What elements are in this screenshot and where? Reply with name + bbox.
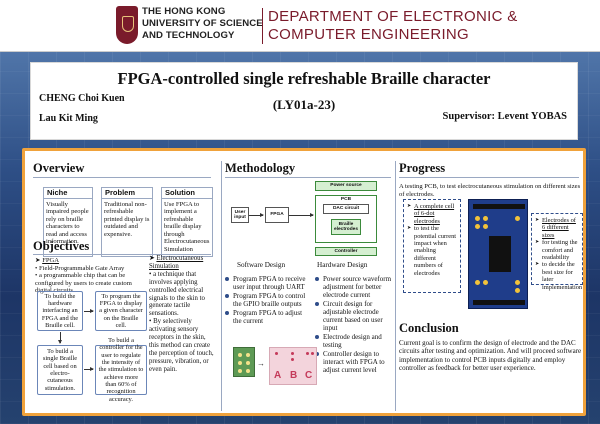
overview-problem-box: Problem Traditional non-refreshable prin…: [101, 187, 153, 257]
letter: B: [290, 370, 298, 381]
progress-heading: Progress: [399, 161, 446, 175]
objective-box: To build the hardware interfacing an FPG…: [37, 291, 83, 331]
fpga-definition: ➤ FPGA • Field-Programmable Gate Array •…: [35, 257, 132, 295]
university-crest-icon: [116, 6, 138, 44]
flow-arrow: [289, 213, 314, 217]
software-item: Program FPGA to receive user input throu…: [225, 275, 311, 291]
objective-box: To program the FPGA to display a given c…: [95, 291, 147, 331]
column-separator: [395, 161, 396, 411]
author-name: CHENG Choi Kuen: [39, 93, 125, 104]
software-caption: Software Design: [237, 261, 286, 269]
es-definition: ➤ Electrocutaneous Simulation • a techni…: [149, 255, 214, 373]
arrow-right-icon: →: [257, 359, 265, 368]
flow-arrow: [58, 332, 62, 344]
es-def: a technique that involves applying contr…: [149, 270, 205, 318]
progress-intro: A testing PCB, to test electrocutaneous …: [399, 183, 581, 198]
poster-title: FPGA-controlled single refreshable Brail…: [117, 69, 491, 88]
pcb-group: PCB: [315, 195, 377, 243]
author-name: Lau Kit Ming: [39, 113, 98, 124]
block-dac: DAC circuit: [323, 204, 369, 214]
objective-box: To build a single Braille cell based on …: [37, 345, 83, 395]
overview-niche-box: Niche Visually impaired people rely on b…: [43, 187, 93, 257]
progress-item: Electrodes of 6 different sizes: [535, 217, 579, 239]
fpga-term: FPGA: [42, 257, 60, 264]
flow-arrow: [249, 213, 264, 217]
university-line: THE HONG KONG: [142, 6, 226, 17]
hardware-caption: Hardware Design: [317, 261, 368, 269]
fpga-def: a programmable chip that can be configur…: [35, 272, 132, 295]
box-title: Problem: [102, 188, 152, 199]
hardware-item: Power source waveform adjustment for bet…: [315, 275, 395, 299]
hardware-item: Controller design to interact with FPGA …: [315, 350, 395, 374]
box-title: Solution: [162, 188, 212, 199]
software-item: Program FPGA to adjust the current: [225, 309, 311, 325]
progress-item: for testing the comfort and readability: [535, 239, 579, 261]
es-term: Electrocutaneous Simulation: [149, 255, 204, 270]
letter: C: [305, 370, 313, 381]
section-rule: [33, 254, 211, 255]
section-rule: [399, 177, 579, 178]
software-item: Program FPGA to control the GPIO braille…: [225, 292, 311, 308]
hardware-item: Circuit design for adjustable electrode …: [315, 300, 395, 332]
column-separator: [221, 161, 222, 411]
conclusion-text: Current goal is to confirm the design of…: [399, 339, 582, 373]
header-bar: THE HONG KONG UNIVERSITY OF SCIENCE AND …: [0, 0, 600, 52]
progress-right-box: Electrodes of 6 different sizes for test…: [531, 213, 583, 291]
block-controller: Controller: [315, 247, 377, 256]
block-power-source: Power source: [315, 181, 377, 191]
overview-solution-box: Solution Use FPGA to implement a refresh…: [161, 187, 213, 257]
fpga-def: Field-Programmable Gate Array: [38, 264, 125, 272]
objectives-heading: Objectives: [33, 239, 90, 253]
section-rule: [33, 177, 211, 178]
department-name: DEPARTMENT OF ELECTRONIC & COMPUTER ENGI…: [268, 8, 518, 44]
pcb-label: PCB: [340, 197, 352, 202]
braille-letters-image: A B C: [269, 347, 317, 385]
department-line: COMPUTER ENGINEERING: [268, 26, 470, 43]
conclusion-heading: Conclusion: [399, 321, 459, 335]
progress-left-box: A complete cell of 6-dot electrodes to t…: [403, 199, 461, 293]
box-text: Visually impaired people rely on braille…: [46, 200, 89, 246]
objective-box: To build a controller for the user to re…: [95, 337, 147, 403]
test-pcb-image: [468, 199, 528, 309]
block-user-input: User input: [231, 207, 249, 223]
progress-item: to test the potential current impact whe…: [407, 225, 457, 277]
box-title: Niche: [44, 188, 92, 199]
university-line: AND TECHNOLOGY: [142, 30, 235, 41]
braille-pcb-image: [233, 347, 255, 377]
supervisor: Supervisor: Levent YOBAS: [442, 111, 567, 122]
hardware-item: Electrode design and testing: [315, 333, 395, 349]
block-braille-electrodes: Braille electrodes: [331, 219, 361, 235]
overview-heading: Overview: [33, 161, 85, 175]
box-text: Traditional non-refreshable printed disp…: [104, 200, 150, 238]
letter: A: [274, 370, 282, 381]
flow-arrow: [84, 309, 94, 313]
methodology-heading: Methodology: [225, 161, 296, 175]
content-panel: Overview Niche Visually impaired people …: [22, 148, 586, 416]
university-line: UNIVERSITY OF SCIENCE: [142, 18, 263, 29]
title-card: FPGA-controlled single refreshable Brail…: [30, 62, 578, 140]
es-def: By selectively activating sensory recept…: [149, 318, 214, 373]
progress-item: to decide the best size for later implem…: [535, 261, 582, 291]
block-fpga: FPGA: [265, 207, 289, 223]
project-code: (LY01a-23): [272, 97, 336, 112]
department-line: DEPARTMENT OF ELECTRONIC &: [268, 8, 518, 25]
university-name: THE HONG KONG UNIVERSITY OF SCIENCE AND …: [142, 6, 263, 42]
box-text: Use FPGA to implement a refreshable brai…: [164, 200, 210, 253]
hardware-list: Power source waveform adjustment for bet…: [315, 275, 395, 375]
header-divider: [262, 8, 263, 44]
software-list: Program FPGA to receive user input throu…: [225, 275, 311, 326]
flow-arrow: [84, 367, 94, 371]
progress-item: A complete cell of 6-dot electrodes: [407, 203, 457, 225]
section-rule: [225, 177, 391, 178]
